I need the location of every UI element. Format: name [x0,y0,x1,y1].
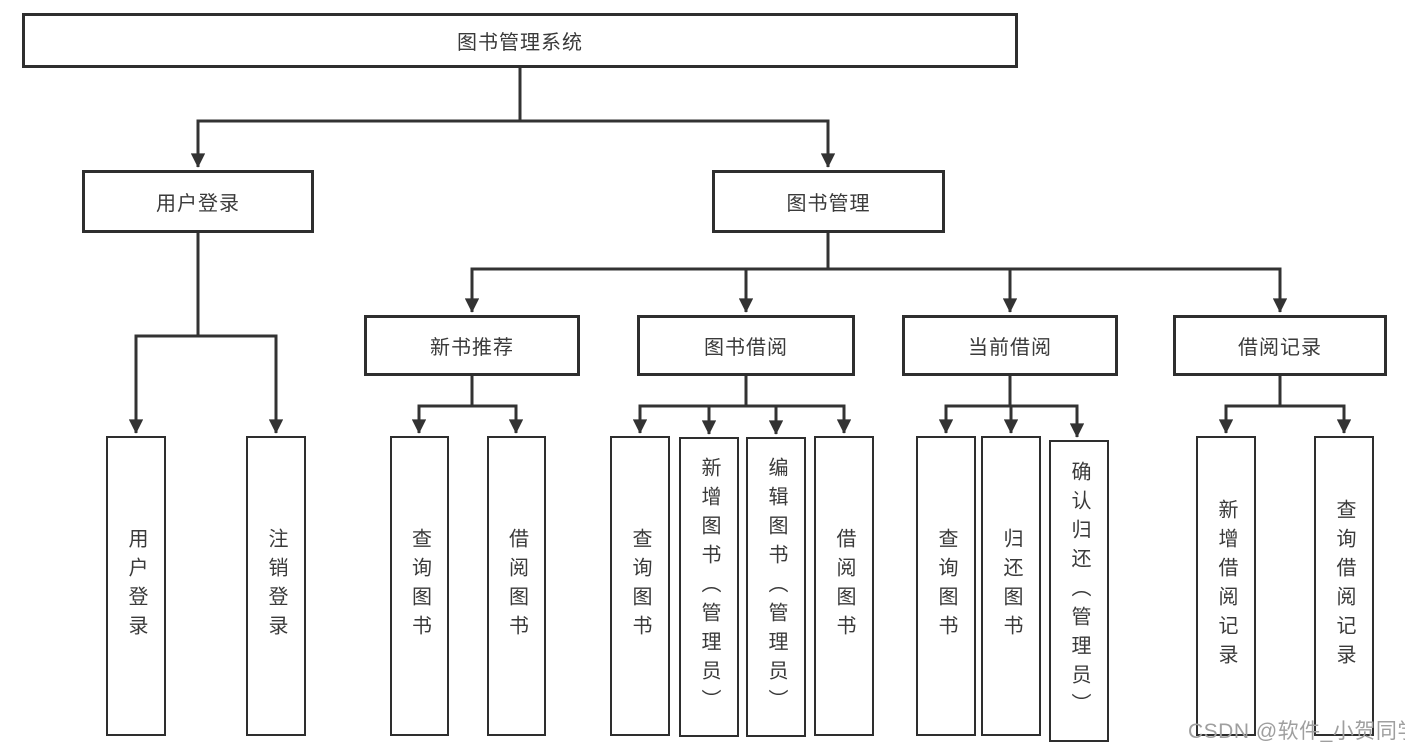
leaf-borrow-books: 借阅图书 [487,436,546,736]
node-label: 确认归还（管理员） [1068,460,1090,722]
leaf-confirm-return-admin: 确认归还（管理员） [1049,440,1109,742]
node-label: 用户登录 [156,193,240,215]
leaf-add-borrow-record: 新增借阅记录 [1196,436,1256,736]
node-label: 借阅图书 [505,528,528,644]
node-label: 借阅记录 [1238,337,1322,359]
leaf-user-login: 用户登录 [106,436,166,736]
csdn-watermark: CSDN @软件_小贺同学 [1188,720,1405,743]
node-label: 查询图书 [408,528,431,644]
node-label: 当前借阅 [968,337,1052,359]
node-label: 新书推荐 [430,337,514,359]
node-label: 查询图书 [935,528,957,644]
leaf-edit-books-admin: 编辑图书（管理员） [746,437,806,737]
node-label: 查询借阅记录 [1333,499,1355,673]
node-borrowing-records: 借阅记录 [1173,315,1387,376]
leaf-return-books: 归还图书 [981,436,1041,736]
node-label: 用户登录 [125,528,147,644]
node-label: 图书管理系统 [457,32,583,54]
node-label: 归还图书 [1000,528,1022,644]
node-book-borrowing: 图书借阅 [637,315,855,376]
leaf-query-books: 查询图书 [610,436,670,736]
node-label: 新增借阅记录 [1215,499,1237,673]
node-current-borrowing: 当前借阅 [902,315,1118,376]
node-label: 编辑图书（管理员） [765,456,787,718]
node-label: 图书管理 [786,193,871,215]
node-label: 新增图书（管理员） [698,456,720,718]
node-label: 借阅图书 [833,528,855,644]
leaf-add-books-admin: 新增图书（管理员） [679,437,739,737]
node-new-book-recommendation: 新书推荐 [364,315,580,376]
leaf-query-books: 查询图书 [916,436,976,736]
node-label: 图书借阅 [704,337,788,359]
node-label: 注销登录 [265,528,287,644]
leaf-borrow-books: 借阅图书 [814,436,874,736]
leaf-logout: 注销登录 [246,436,306,736]
node-book-management: 图书管理 [712,170,945,233]
node-book-management-system: 图书管理系统 [22,13,1018,68]
node-user-login: 用户登录 [82,170,314,233]
leaf-query-borrow-record: 查询借阅记录 [1314,436,1374,736]
leaf-query-books: 查询图书 [390,436,449,736]
node-label: 查询图书 [629,528,651,644]
